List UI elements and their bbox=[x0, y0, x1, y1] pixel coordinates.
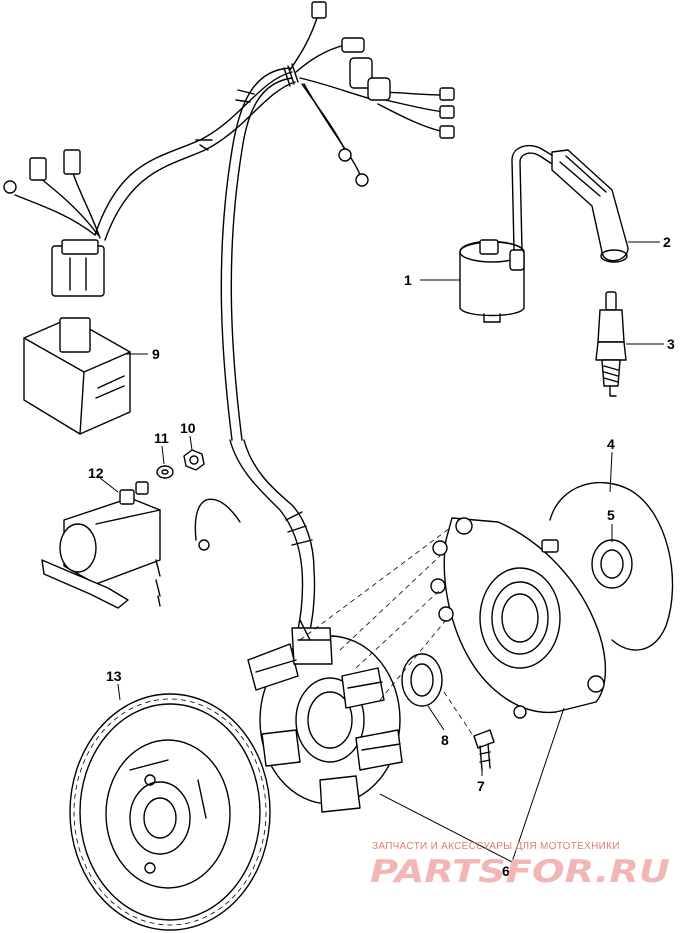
assembly-lines bbox=[299, 527, 477, 741]
flywheel bbox=[69, 693, 271, 931]
callout-13: 13 bbox=[106, 668, 122, 684]
watermark-tagline: ЗАПЧАСТИ И АКСЕССУАРЫ ДЛЯ МОТОТЕХНИКИ bbox=[372, 841, 620, 852]
callout-6: 6 bbox=[502, 863, 510, 879]
leader-lines bbox=[99, 241, 664, 863]
cdi-unit bbox=[23, 317, 131, 435]
callout-11: 11 bbox=[154, 430, 169, 446]
washer bbox=[156, 465, 174, 479]
bolt bbox=[473, 729, 495, 771]
starter-relay bbox=[41, 481, 241, 609]
callout-1: 1 bbox=[404, 272, 412, 288]
watermark-logo: PARTSFOR.RU bbox=[370, 854, 670, 890]
callout-12: 12 bbox=[88, 465, 104, 481]
callout-2: 2 bbox=[663, 234, 671, 250]
spark-plug-cap bbox=[551, 149, 629, 263]
callout-5: 5 bbox=[607, 507, 615, 523]
watermark: ЗАПЧАСТИ И АКСЕССУАРЫ ДЛЯ МОТОТЕХНИКИ PA… bbox=[370, 841, 670, 890]
callout-7: 7 bbox=[477, 778, 485, 794]
callout-10: 10 bbox=[180, 420, 196, 436]
stator-housing bbox=[430, 517, 607, 719]
callout-3: 3 bbox=[667, 336, 675, 352]
wiring-harness bbox=[3, 1, 455, 641]
callout-labels: 1 2 3 4 5 6 7 8 9 10 11 12 13 bbox=[88, 234, 675, 879]
callout-9: 9 bbox=[152, 346, 160, 362]
ignition-coil bbox=[459, 144, 561, 323]
oil-seal-stator bbox=[401, 653, 443, 707]
nut bbox=[183, 449, 205, 471]
gasket bbox=[549, 482, 674, 651]
callout-8: 8 bbox=[441, 732, 449, 748]
callout-4: 4 bbox=[607, 436, 615, 452]
spark-plug bbox=[595, 291, 627, 397]
stator bbox=[247, 619, 403, 813]
oil-seal-cover bbox=[591, 539, 633, 589]
